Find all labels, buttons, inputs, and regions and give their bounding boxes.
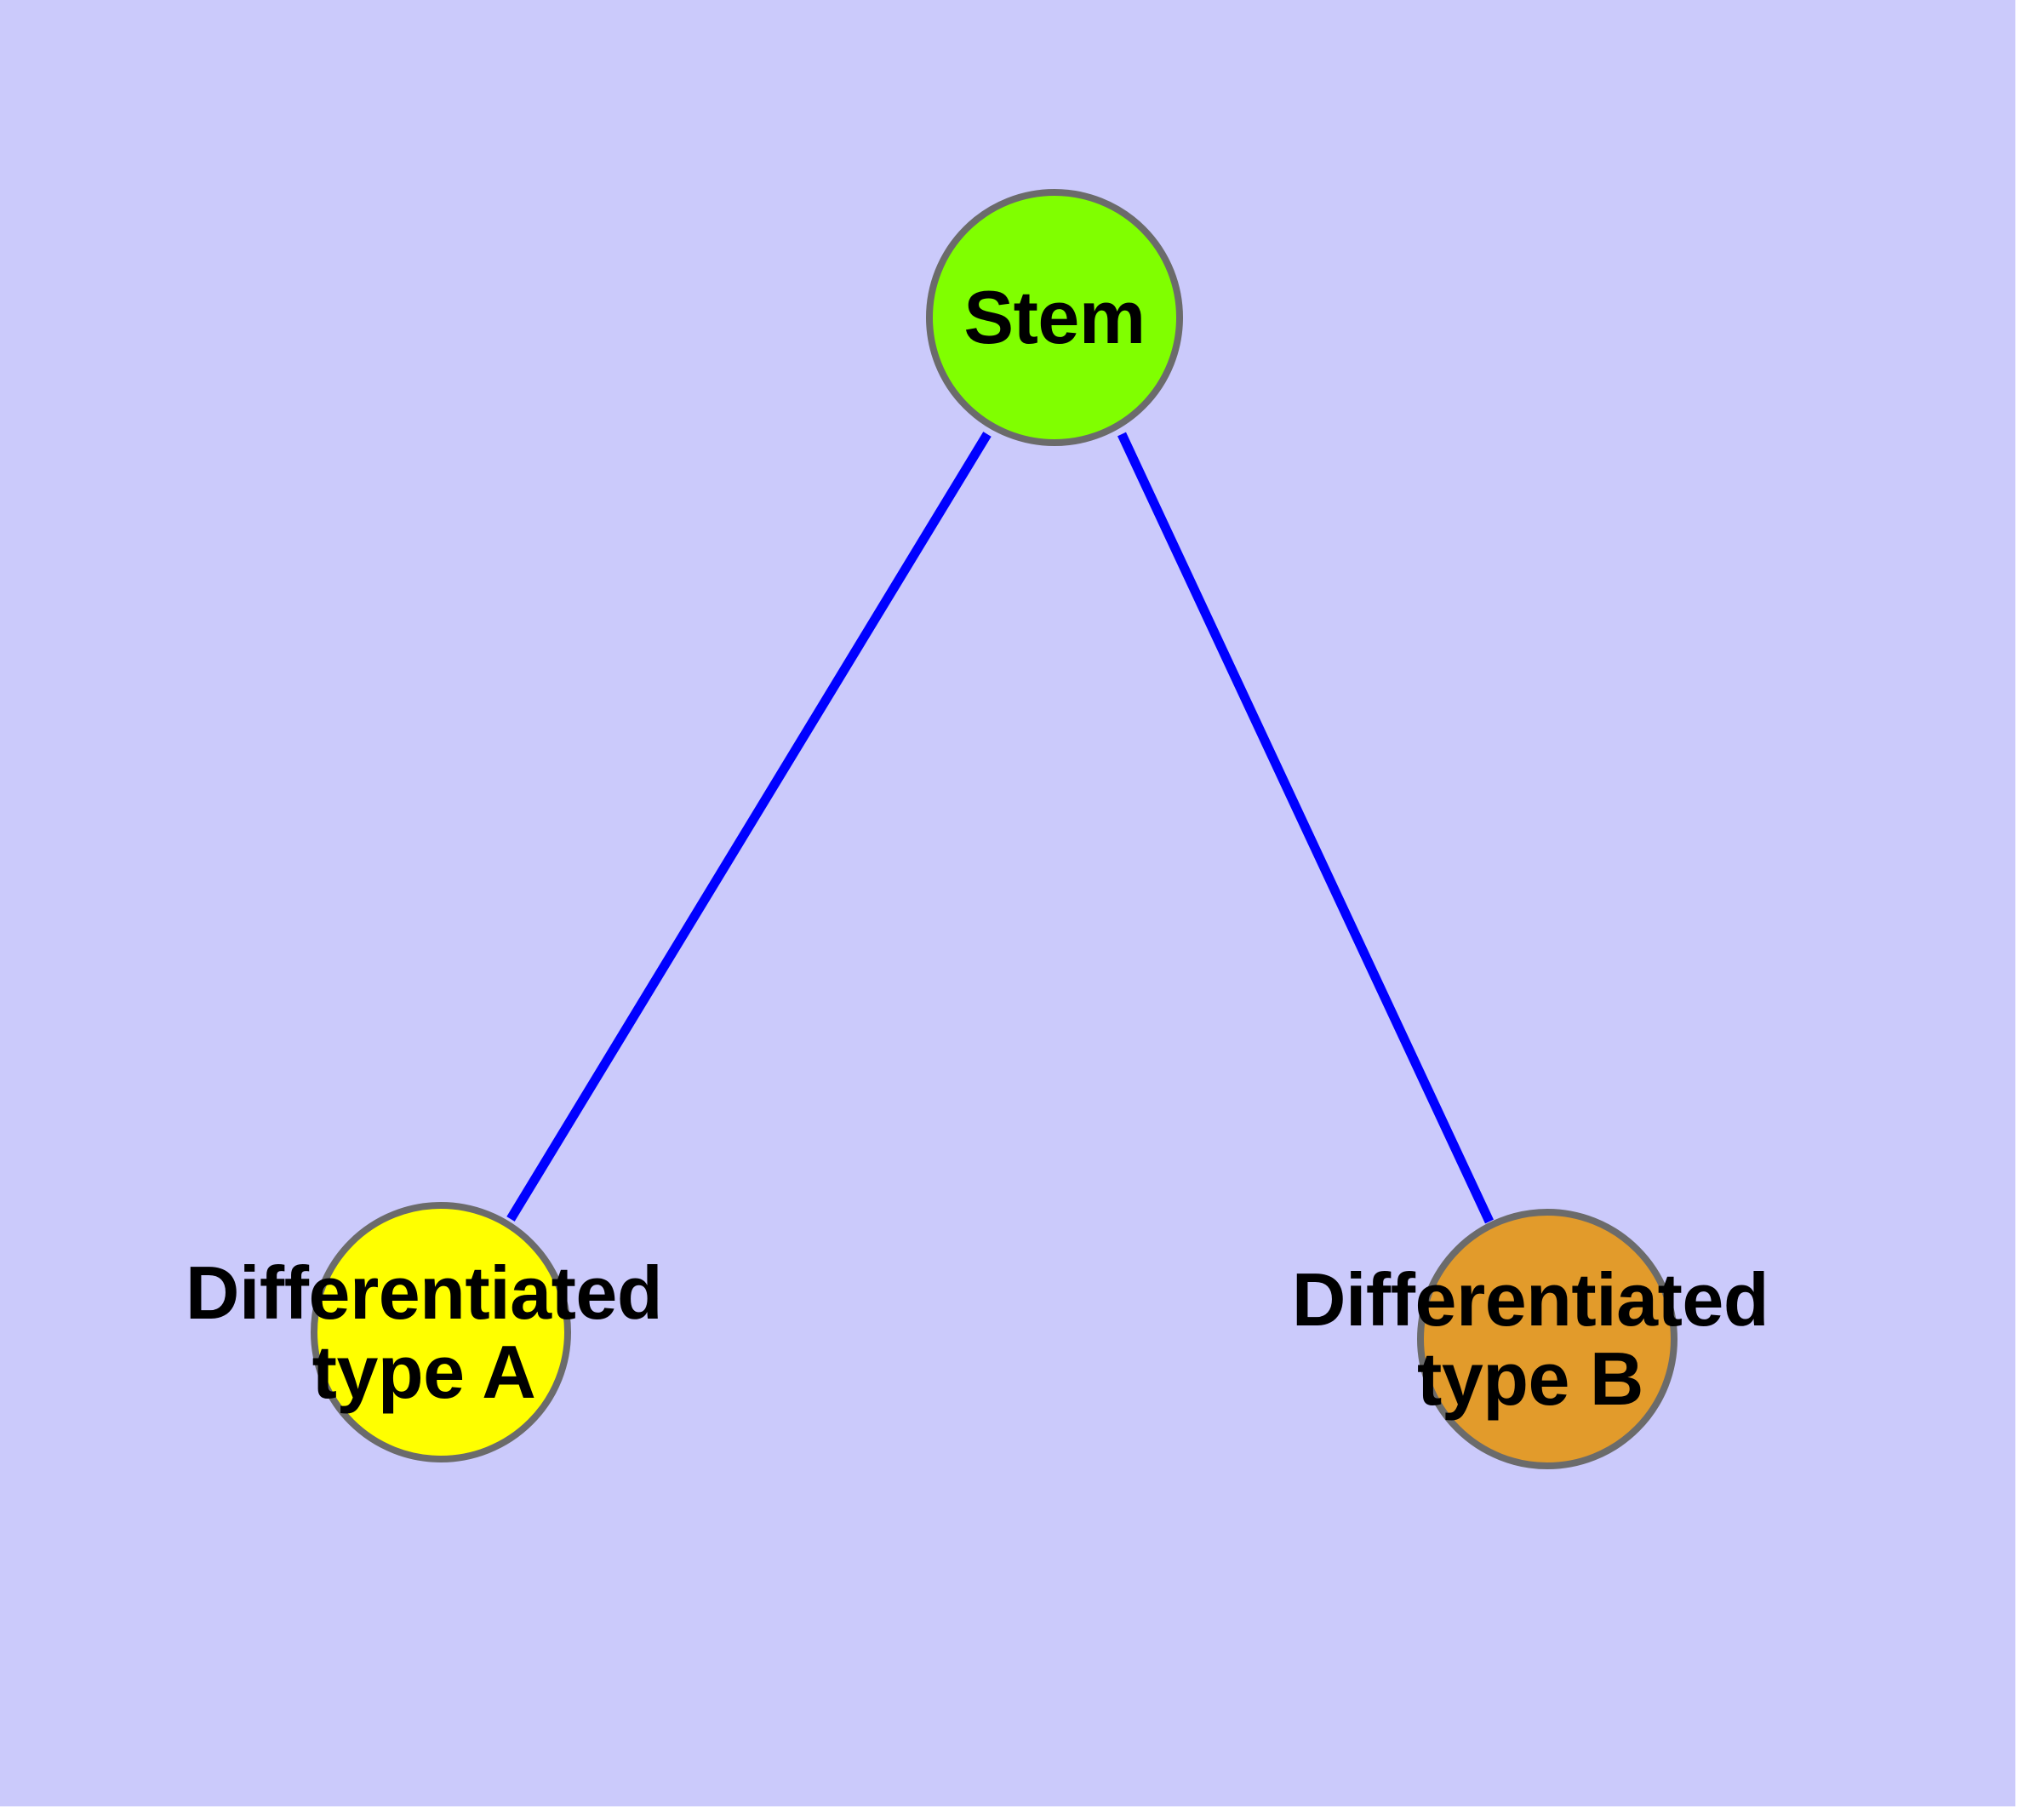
node-stem[interactable] <box>926 189 1183 446</box>
edge-stem-to-diff-b <box>1117 432 1494 1224</box>
node-differentiated-type-a[interactable] <box>311 1202 571 1462</box>
edge-stem-to-diff-a <box>506 432 992 1222</box>
node-differentiated-type-b[interactable] <box>1417 1209 1677 1469</box>
